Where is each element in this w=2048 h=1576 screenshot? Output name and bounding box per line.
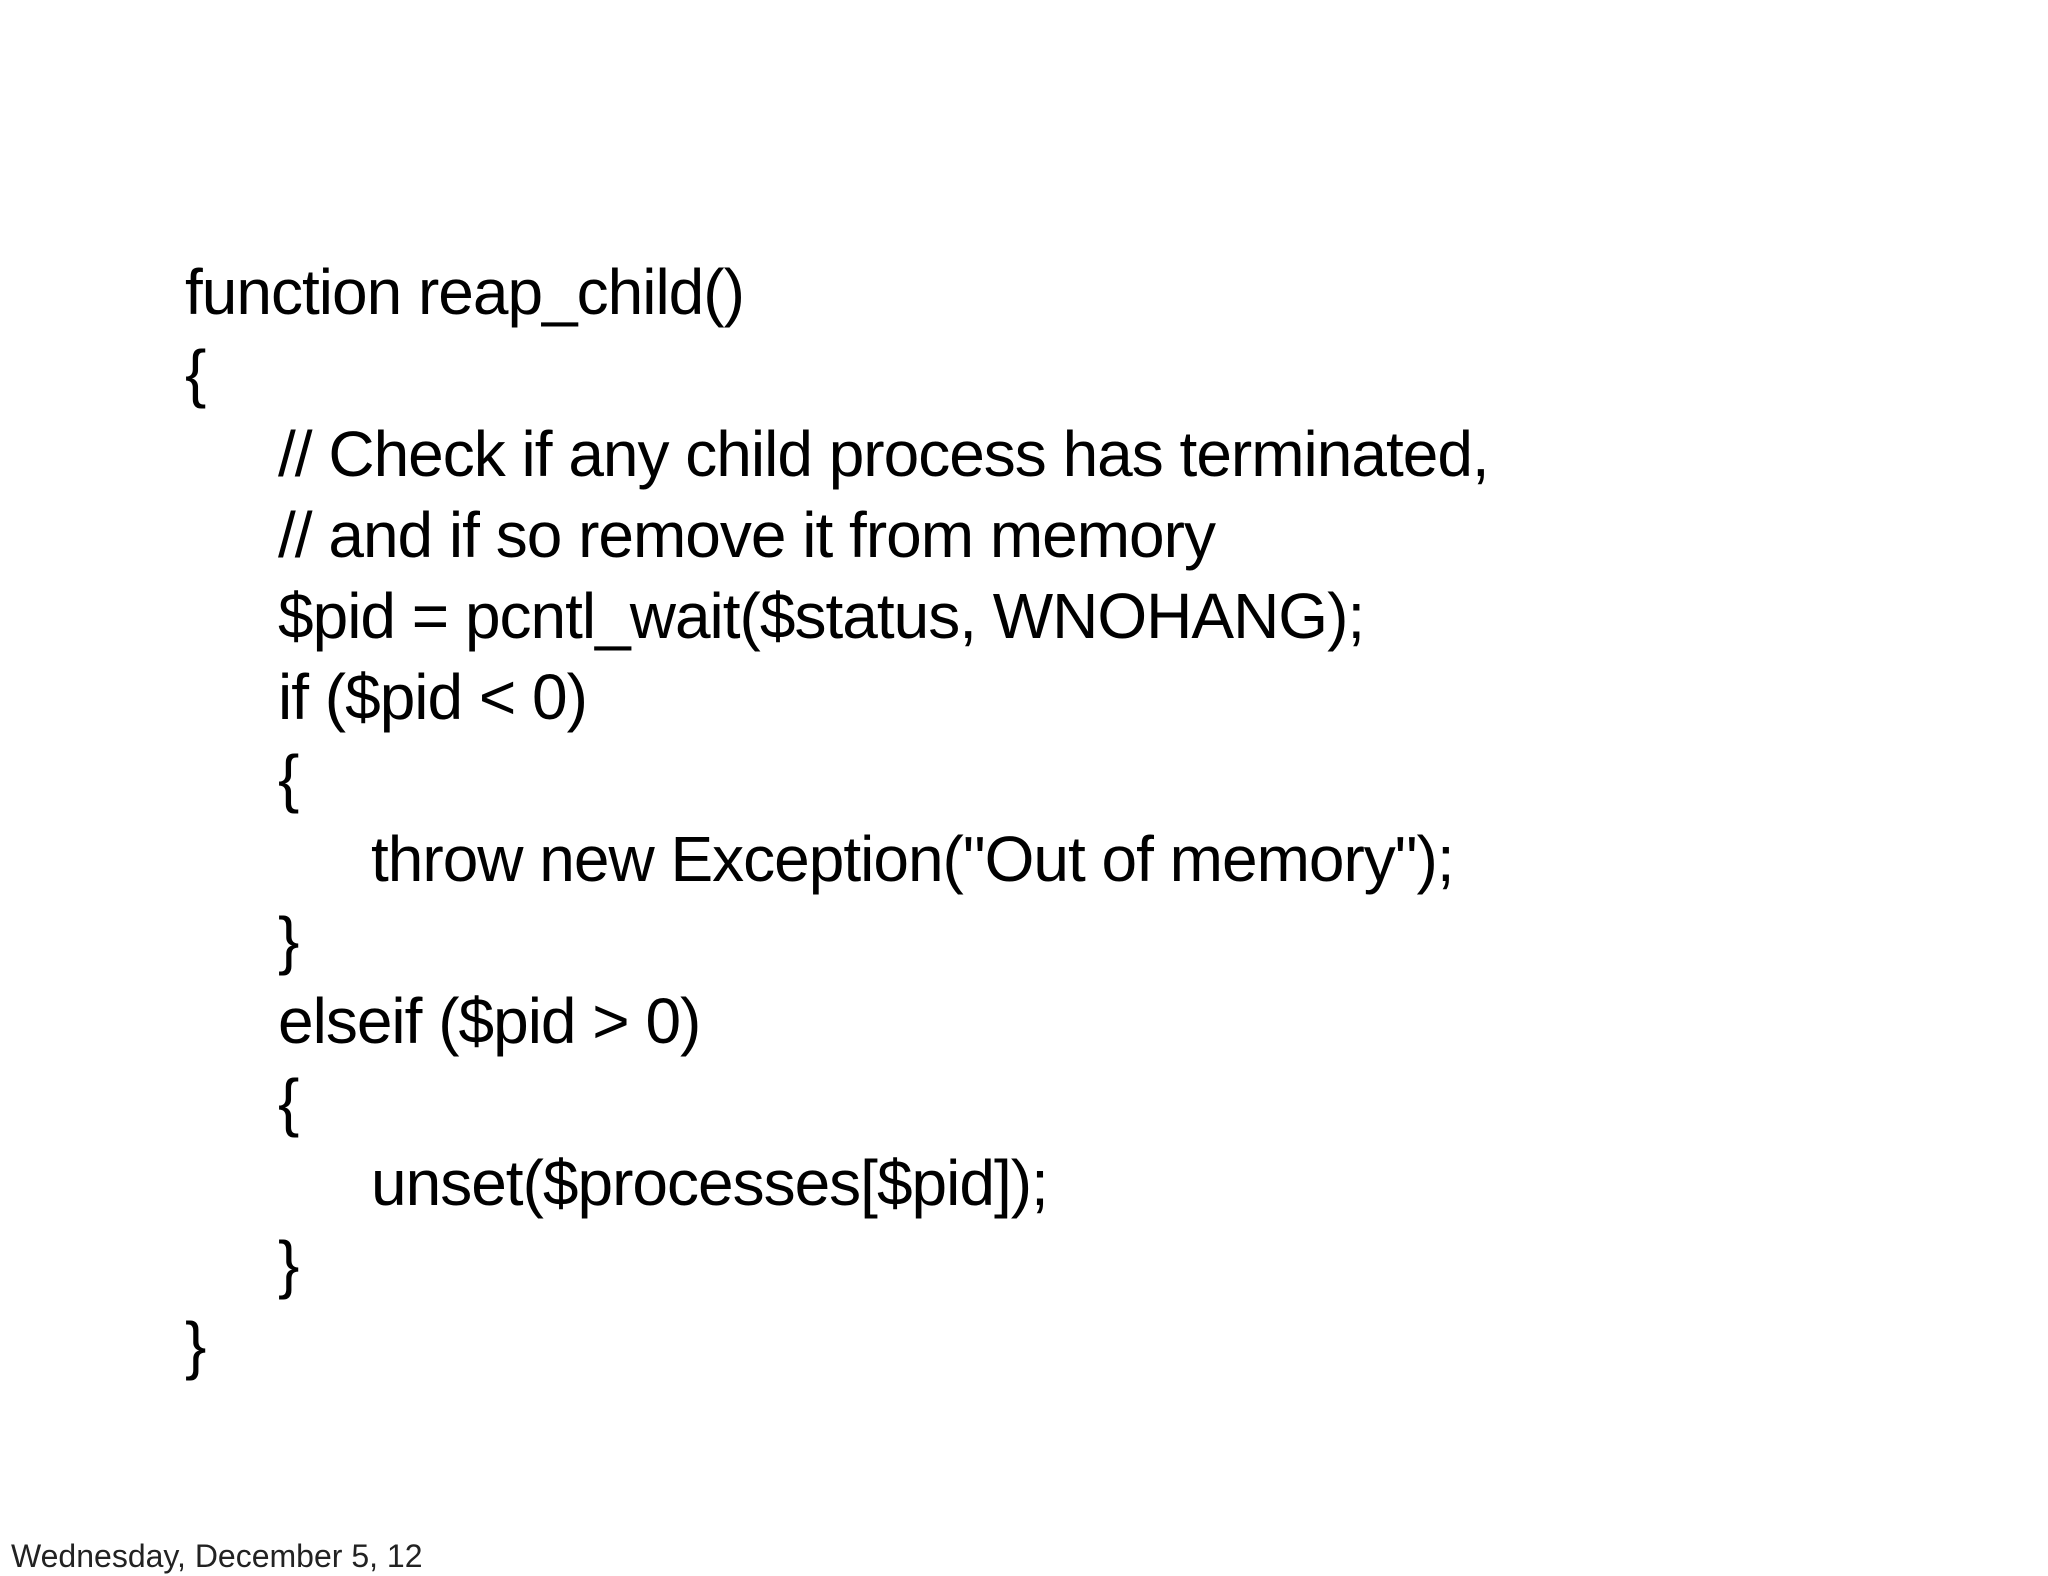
code-line: { xyxy=(185,337,206,409)
code-line: { xyxy=(278,1066,299,1138)
code-line: } xyxy=(278,904,299,976)
code-line: $pid = pcntl_wait($status, WNOHANG); xyxy=(278,580,1365,652)
code-line: } xyxy=(278,1228,299,1300)
code-line: // and if so remove it from memory xyxy=(278,499,1216,571)
code-line: function reap_child() xyxy=(185,256,745,328)
code-line: elseif ($pid > 0) xyxy=(278,985,701,1057)
code-line: throw new Exception("Out of memory"); xyxy=(371,823,1455,895)
code-line: if ($pid < 0) xyxy=(278,661,588,733)
footer-date: Wednesday, December 5, 12 xyxy=(11,1538,423,1574)
code-line: unset($processes[$pid]); xyxy=(371,1147,1049,1219)
code-line: // Check if any child process has termin… xyxy=(278,418,1490,490)
code-line: { xyxy=(278,742,299,814)
code-line: } xyxy=(185,1309,206,1381)
code-block: function reap_child() { // Check if any ch… xyxy=(185,252,1490,1386)
